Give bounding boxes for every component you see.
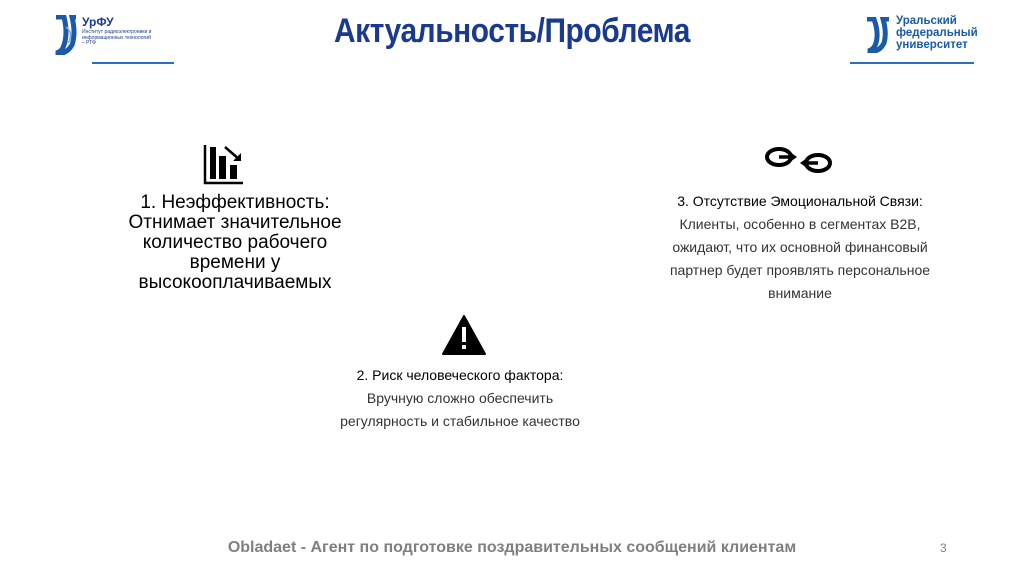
point-line: количество рабочего	[142, 232, 328, 253]
urfu-irit-logo: УрФУ Институт радиоэлектроники и информа…	[52, 15, 172, 57]
logo-name: УрФУ	[82, 15, 114, 29]
point-heading: 1. Неэффективность:	[140, 192, 330, 213]
point-line: времени у	[189, 252, 281, 273]
logo-subtitle: Институт радиоэлектроники и информационн…	[82, 29, 152, 46]
point-line: Вручную сложно обеспечить	[366, 390, 554, 406]
urfu-logo-mark-icon	[55, 15, 77, 55]
point-line: ожидают, что их основной финансовый	[672, 239, 928, 255]
declining-bar-chart-icon	[203, 145, 243, 185]
broken-chain-link-icon	[765, 147, 832, 173]
point-emotional-connection: 3. Отсутствие Эмоциональной Связи: Клиен…	[600, 190, 1000, 305]
point-heading: 3. Отсутствие Эмоциональной Связи:	[677, 193, 923, 209]
point-line: Отнимает значительное	[128, 212, 342, 233]
point-heading: 2. Риск человеческого фактора:	[356, 367, 564, 383]
urfu-logo: Уральский федеральный университет	[866, 15, 986, 55]
footer-text: Obladaet - Агент по подготовке поздравит…	[227, 539, 797, 556]
header-rule-right	[850, 62, 974, 64]
logo-text: Уральский федеральный университет	[896, 15, 986, 51]
warning-triangle-icon	[442, 315, 486, 355]
logo-line: федеральный	[896, 27, 978, 39]
point-line: Клиенты, особенно в сегментах B2B,	[679, 216, 921, 232]
header-rule-left	[92, 62, 174, 64]
page-title: Актуальность/Проблема	[333, 12, 691, 50]
point-human-factor: 2. Риск человеческого фактора: Вручную с…	[260, 364, 660, 433]
urfu-logo-mark-icon	[867, 17, 889, 53]
point-line: внимание	[768, 285, 832, 301]
logo-line: Уральский	[896, 15, 957, 27]
page-number: 3	[940, 541, 947, 555]
logo-line: университет	[896, 39, 968, 51]
point-inefficiency: 1. Неэффективность: Отнимает значительно…	[60, 193, 410, 293]
point-line: регулярность и стабильное качество	[340, 413, 580, 429]
point-line: партнер будет проявлять персональное	[669, 262, 931, 278]
point-line: высокооплачиваемых	[138, 272, 332, 293]
